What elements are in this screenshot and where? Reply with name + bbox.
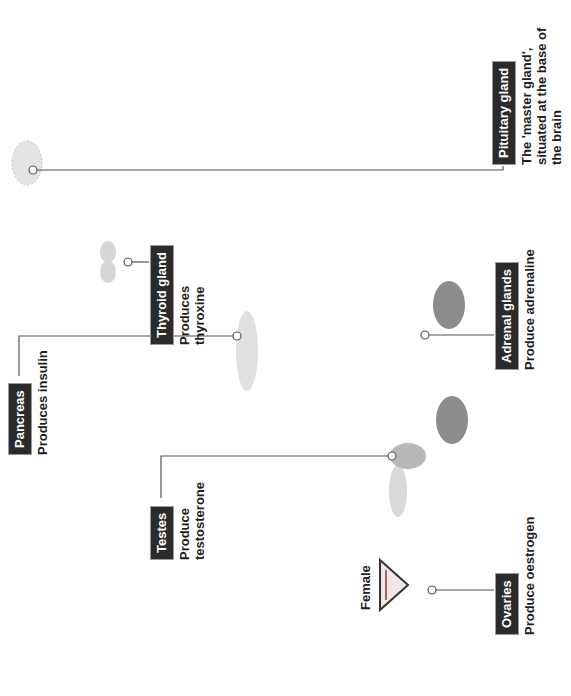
pancreas-shape bbox=[236, 311, 258, 391]
hormone-description: Produce oestrogen bbox=[522, 515, 537, 635]
gland-label: TestesProduce testosterone bbox=[150, 463, 210, 560]
leader-dot bbox=[388, 452, 396, 460]
leader-dot bbox=[29, 166, 37, 174]
hormone-description: Produce testosterone bbox=[177, 465, 207, 560]
gland-name-box: Thyroid gland bbox=[150, 245, 174, 345]
hormone-description: Produces insulin bbox=[35, 348, 50, 455]
kidney-shape bbox=[433, 281, 465, 329]
figure-label: Female bbox=[358, 565, 373, 610]
leader-line bbox=[37, 166, 503, 170]
uterus-shape bbox=[380, 560, 408, 610]
gland-name-box: Adrenal glands bbox=[495, 262, 519, 370]
kidney-shape bbox=[436, 396, 468, 444]
leader-line bbox=[429, 334, 494, 335]
leader-dot bbox=[421, 331, 429, 339]
gland-label: OvariesProduce oestrogen bbox=[495, 515, 540, 635]
penis-shape bbox=[389, 465, 407, 517]
hormone-description: Produce adrenaline bbox=[522, 247, 537, 370]
hormone-description: Produces thyroxine bbox=[177, 270, 207, 345]
leader-dot bbox=[233, 332, 241, 340]
gland-name-box: Testes bbox=[150, 506, 174, 560]
gland-name-box: Pituitary gland bbox=[492, 61, 516, 165]
gland-name-box: Ovaries bbox=[495, 573, 519, 635]
hormone-description: The 'master gland', situated at the base… bbox=[519, 25, 564, 165]
leader-line bbox=[132, 261, 149, 262]
leader-line bbox=[436, 589, 494, 590]
uterus-detail bbox=[385, 570, 387, 600]
thyroid-shape bbox=[100, 261, 116, 283]
gland-label: Adrenal glandsProduce adrenaline bbox=[495, 247, 540, 370]
brain-shape bbox=[12, 141, 42, 185]
gland-label: Pituitary glandThe 'master gland', situa… bbox=[492, 23, 567, 165]
gland-name-box: Pancreas bbox=[8, 383, 32, 455]
leader-dot bbox=[124, 258, 132, 266]
leader-dot bbox=[428, 586, 436, 594]
gland-label: PancreasProduces insulin bbox=[8, 348, 53, 455]
gland-label: Thyroid glandProduces thyroxine bbox=[150, 243, 210, 345]
thyroid-shape bbox=[100, 241, 116, 263]
